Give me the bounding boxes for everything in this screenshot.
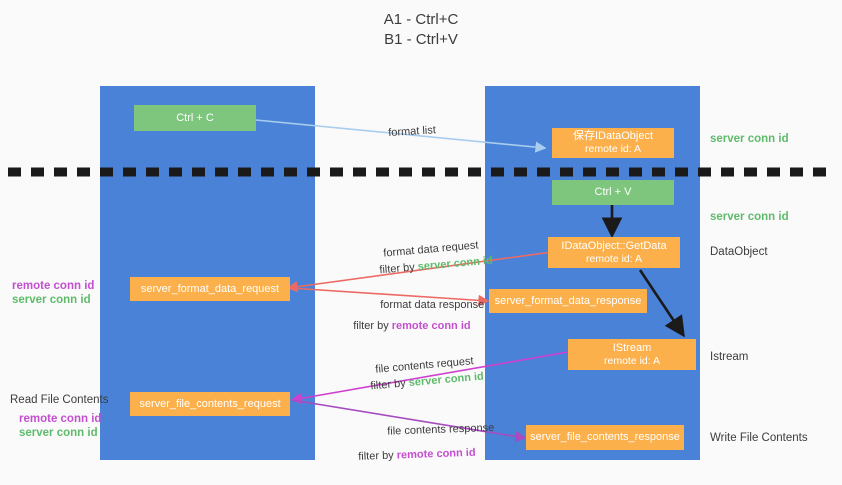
box-idataobject-store-line2: remote id: A <box>584 143 642 155</box>
label-server-conn-id-2: server conn id <box>19 427 98 439</box>
label-server-conn-id-top: server conn id <box>710 133 789 145</box>
box-idataobject-store-line1: 保存IDataObject <box>572 130 654 142</box>
label-istream: Istream <box>710 351 749 363</box>
box-idataobject-getdata[interactable]: IDataObject::GetData remote id: A <box>548 237 680 268</box>
filter-prefix: filter by <box>378 261 419 277</box>
label-remote-conn-id-1: remote conn id <box>12 280 95 292</box>
box-server-file-contents-response-label: server_file_contents_response <box>530 431 680 443</box>
edge-label-format-data-response-filter: filter by remote conn id <box>341 305 471 347</box>
box-server-format-data-response-label: server_format_data_response <box>494 294 642 307</box>
box-server-file-contents-request[interactable]: server_file_contents_request <box>130 392 290 416</box>
box-ctrl-v-label: Ctrl + V <box>594 186 632 198</box>
box-istream[interactable]: IStream remote id: A <box>568 339 696 370</box>
filter-key-remote-conn-id: remote conn id <box>396 446 476 462</box>
box-idataobject-getdata-line1: IDataObject::GetData <box>561 239 667 252</box>
edge-label-file-contents-response-filter: filter by remote conn id <box>345 432 476 478</box>
filter-prefix: filter by <box>358 449 397 463</box>
label-dataobject: DataObject <box>710 246 768 258</box>
label-read-file-contents: Read File Contents <box>10 394 109 406</box>
edge-label-format-data-response-text: format data response <box>380 299 485 311</box>
label-server-conn-id-second: server conn id <box>710 211 789 223</box>
box-ctrl-v[interactable]: Ctrl + V <box>552 180 674 205</box>
label-remote-conn-id-2: remote conn id <box>19 413 102 425</box>
box-server-format-data-request[interactable]: server_format_data_request <box>130 277 290 301</box>
box-server-file-contents-request-label: server_file_contents_request <box>139 397 281 410</box>
edge-label-format-list: format list <box>375 109 437 155</box>
box-ctrl-c-label: Ctrl + C <box>176 111 214 124</box>
box-server-file-contents-response[interactable]: server_file_contents_response <box>526 425 684 450</box>
box-istream-line2: remote id: A <box>603 354 661 367</box>
filter-key-remote-conn-id: remote conn id <box>391 320 471 332</box>
filter-prefix: filter by <box>369 377 410 393</box>
box-ctrl-c[interactable]: Ctrl + C <box>134 105 256 131</box>
edge-label-format-list-text: format list <box>387 124 437 140</box>
filter-prefix: filter by <box>353 320 392 332</box>
filter-key-server-conn-id: server conn id <box>408 370 485 390</box>
label-server-conn-id-1: server conn id <box>12 294 91 306</box>
edge-label-format-data-response: format data response <box>368 284 484 326</box>
box-server-format-data-request-label: server_format_data_request <box>140 282 280 295</box>
box-idataobject-getdata-line2: remote id: A <box>585 252 643 265</box>
page-title: A1 - Ctrl+C B1 - Ctrl+V <box>383 11 459 48</box>
box-server-format-data-response[interactable]: server_format_data_response <box>489 289 647 313</box>
box-istream-line1: IStream <box>612 341 652 354</box>
box-idataobject-store[interactable]: 保存IDataObject remote id: A <box>552 128 674 158</box>
label-write-file-contents: Write File Contents <box>710 432 808 444</box>
filter-key-server-conn-id: server conn id <box>417 254 494 274</box>
